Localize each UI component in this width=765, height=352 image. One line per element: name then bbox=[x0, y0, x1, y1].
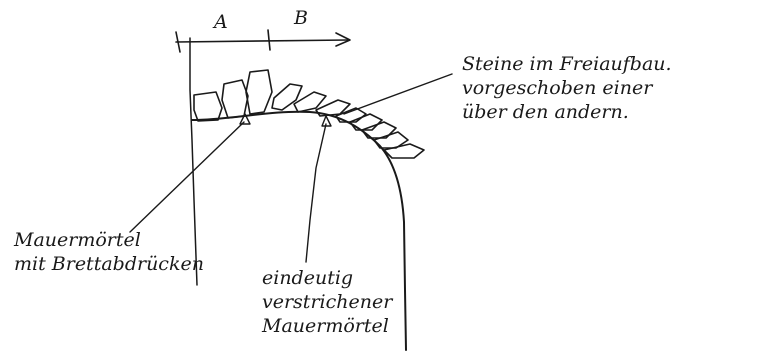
stone-row bbox=[194, 70, 424, 158]
note-mortar-board-line: mit Brettabdrücken bbox=[14, 253, 204, 275]
stone bbox=[384, 144, 424, 158]
leader-mortar-smeared bbox=[306, 124, 326, 262]
note-mortar-smeared-line: verstrichener bbox=[262, 291, 394, 313]
stone bbox=[246, 70, 272, 114]
dimension-line: A B bbox=[176, 7, 350, 52]
note-stones-line: vorgeschoben einer bbox=[462, 77, 654, 99]
leader-mortar-board bbox=[130, 122, 244, 232]
dimension-label-a: A bbox=[212, 11, 228, 33]
stone bbox=[272, 84, 302, 110]
reference-line bbox=[190, 38, 197, 285]
stone bbox=[222, 80, 248, 118]
note-mortar-smeared-line: eindeutig bbox=[262, 267, 353, 289]
note-stones: Steine im Freiaufbau. vorgeschoben einer… bbox=[462, 53, 678, 123]
note-stones-line: über den andern. bbox=[462, 101, 629, 123]
dimension-label-b: B bbox=[293, 7, 308, 29]
stone bbox=[194, 92, 222, 121]
note-mortar-smeared: eindeutig verstrichener Mauermörtel bbox=[261, 267, 398, 337]
note-mortar-board-line: Mauermörtel bbox=[13, 229, 141, 251]
note-stones-line: Steine im Freiaufbau. bbox=[462, 53, 672, 75]
note-mortar-board: Mauermörtel mit Brettabdrücken bbox=[13, 229, 204, 275]
leader-stones bbox=[344, 74, 452, 114]
note-mortar-smeared-line: Mauermörtel bbox=[261, 315, 389, 337]
